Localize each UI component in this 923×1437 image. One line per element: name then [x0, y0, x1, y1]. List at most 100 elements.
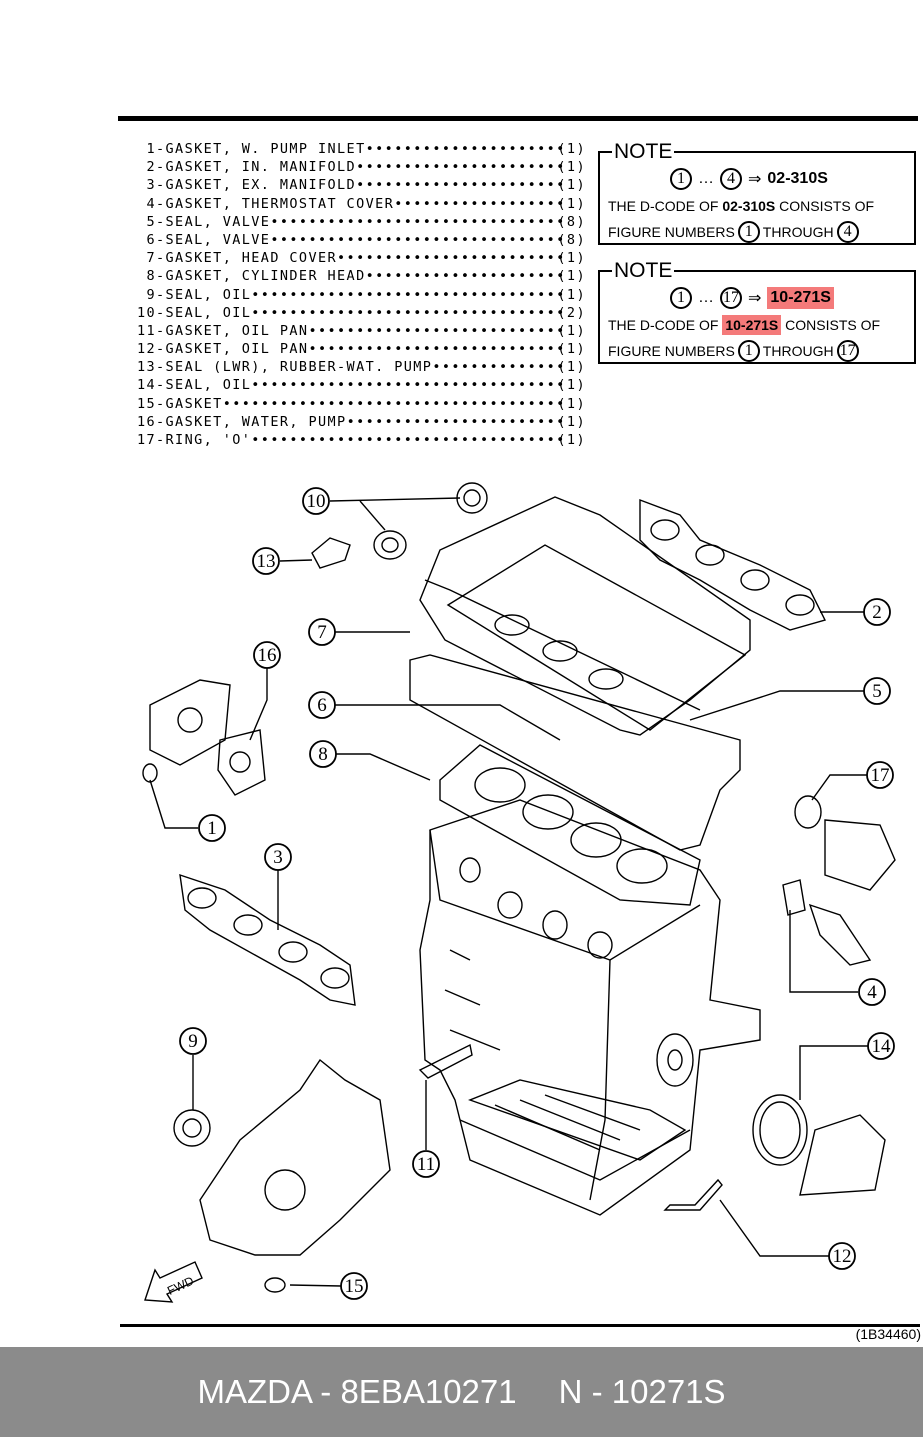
figure-reference-code: (1B34460): [855, 1326, 921, 1342]
head-cover-drawing: [419, 496, 751, 736]
part-quantity: (1): [557, 159, 586, 176]
part-quantity: (1): [557, 395, 586, 412]
part-quantity: (1): [557, 141, 586, 157]
part-separator: -: [156, 413, 166, 430]
callout-circle: [867, 1032, 895, 1060]
callout-number: 2: [872, 602, 882, 623]
part-number: 17: [136, 432, 156, 448]
note-text: THROUGH: [762, 224, 834, 240]
part-list-item: 8-GASKET, CYLINDER HEAD•••••••••••••••••…: [120, 267, 590, 285]
note-text: THE D-CODE OF: [608, 317, 719, 333]
part-number: 3: [146, 177, 156, 194]
note-text: CONSISTS OF: [785, 317, 881, 333]
part-number: 14: [136, 377, 156, 394]
part-separator: -: [156, 177, 166, 194]
bottom-rule: [120, 1324, 920, 1327]
range-start-number: 1: [670, 168, 692, 190]
part-name: GASKET, THERMOSTAT COVER: [165, 195, 395, 212]
figure-end-number: 17: [836, 340, 859, 362]
leader-lines: [149, 497, 868, 1287]
intake-manifold-gasket-drawing: [639, 498, 827, 631]
part-quantity: (1): [557, 413, 586, 430]
part-name: GASKET, OIL PAN: [165, 322, 309, 339]
callout-circle: [309, 740, 337, 768]
note-box-1: NOTE 1 … 4 ⇒ 02-310S THE D-CODE OF 02-31…: [598, 141, 916, 245]
footer-kit-code: N - 10271S: [558, 1373, 726, 1410]
part-list-item: 5-SEAL, VALVE•••••••••••••••••••••••••••…: [120, 213, 590, 231]
callout-circle: [412, 1150, 440, 1178]
part-quantity: (1): [557, 322, 586, 339]
callout-number: 14: [872, 1036, 892, 1057]
part-quantity: (1): [557, 250, 586, 267]
part-leader-dots: ••••••••••••••: [432, 359, 566, 376]
seals-drawing: [173, 482, 896, 1293]
part-leader-dots: •••••••••••••••••••••••••••••••••: [251, 304, 566, 321]
note-range: 1 … 4 ⇒ 02-310S: [670, 165, 828, 193]
note-box-2: NOTE 1 … 17 ⇒ 10-271S THE D-CODE OF 10-2…: [598, 260, 916, 364]
note-sentence-2: FIGURE NUMBERS 1 THROUGH 4: [608, 219, 859, 245]
range-ellipsis: …: [698, 289, 714, 306]
part-name: GASKET: [165, 395, 223, 412]
part-separator: -: [156, 322, 166, 339]
top-rule: [118, 116, 918, 121]
part-separator: -: [156, 141, 166, 157]
part-name: SEAL, OIL: [165, 304, 252, 321]
callout-circle: [308, 691, 336, 719]
fwd-label: FWD: [165, 1273, 196, 1297]
part-number: 1: [146, 141, 156, 157]
callout-circle: [302, 487, 330, 515]
water-pump-drawing: [142, 679, 266, 796]
part-quantity: (2): [557, 304, 586, 321]
callout-number: 17: [871, 765, 890, 786]
callout-circle: [198, 814, 226, 842]
part-number: 7: [146, 250, 156, 267]
part-quantity: (8): [557, 213, 586, 230]
range-end-number: 17: [720, 287, 742, 309]
part-separator: -: [156, 377, 166, 394]
part-quantity: (1): [557, 286, 586, 303]
d-code-inline-highlighted: 10-271S: [722, 315, 782, 335]
callout-number: 6: [317, 695, 327, 716]
part-quantity: (1): [557, 195, 586, 212]
part-list-item: 15-GASKET•••••••••••••••••••••••••••••••…: [120, 395, 590, 413]
part-leader-dots: ••••••••••••••••••••••••: [337, 250, 566, 267]
range-end-number: 4: [720, 168, 742, 190]
part-number: 13: [136, 359, 156, 376]
callout-number: 10: [307, 491, 326, 512]
callout-circle: [863, 677, 891, 705]
note-text: THE D-CODE OF: [608, 198, 719, 214]
part-quantity: (1): [557, 341, 586, 358]
part-number: 12: [136, 341, 156, 358]
callout-number: 16: [258, 645, 277, 666]
parts-list: 1-GASKET, W. PUMP INLET•••••••••••••••••…: [120, 140, 590, 449]
footer-bar: MAZDA - 8EBA10271 N - 10271S: [0, 1347, 923, 1437]
note-sentence: THE D-CODE OF 10-271S CONSISTS OF: [608, 312, 880, 338]
note-text: FIGURE NUMBERS: [608, 224, 735, 240]
part-name: SEAL, VALVE: [165, 231, 271, 248]
callout-number: 3: [273, 847, 283, 868]
part-list-item: 6-SEAL, VALVE•••••••••••••••••••••••••••…: [120, 231, 590, 249]
callout-circle: [863, 598, 891, 626]
part-leader-dots: ••••••••••••••••••••••••••••••••••••: [222, 395, 566, 412]
part-number: 11: [136, 322, 156, 339]
callout-number: 11: [417, 1154, 435, 1175]
callout-number: 9: [188, 1031, 198, 1052]
part-separator: -: [156, 213, 166, 230]
part-list-item: 7-GASKET, HEAD COVER••••••••••••••••••••…: [120, 249, 590, 267]
part-name: GASKET, W. PUMP INLET: [165, 141, 366, 157]
part-list-item: 4-GASKET, THERMOSTAT COVER••••••••••••••…: [120, 195, 590, 213]
figure-start-number: 1: [737, 340, 760, 362]
part-quantity: (1): [557, 432, 586, 448]
note-sentence-2: FIGURE NUMBERS 1 THROUGH 17: [608, 338, 859, 364]
part-quantity: (1): [557, 268, 586, 285]
part-leader-dots: •••••••••••••••••••••••••••••••: [270, 231, 566, 248]
part-list-item: 14-SEAL, OIL••••••••••••••••••••••••••••…: [120, 376, 590, 394]
note-text: FIGURE NUMBERS: [608, 343, 735, 359]
part-number: 5: [146, 213, 156, 230]
callout-number: 1: [207, 818, 217, 839]
part-list-item: 1-GASKET, W. PUMP INLET•••••••••••••••••…: [120, 140, 590, 158]
callout-number: 13: [257, 551, 276, 572]
part-list-item: 17-RING, 'O'••••••••••••••••••••••••••••…: [120, 431, 590, 449]
part-leader-dots: ••••••••••••••••••••••: [356, 159, 566, 176]
